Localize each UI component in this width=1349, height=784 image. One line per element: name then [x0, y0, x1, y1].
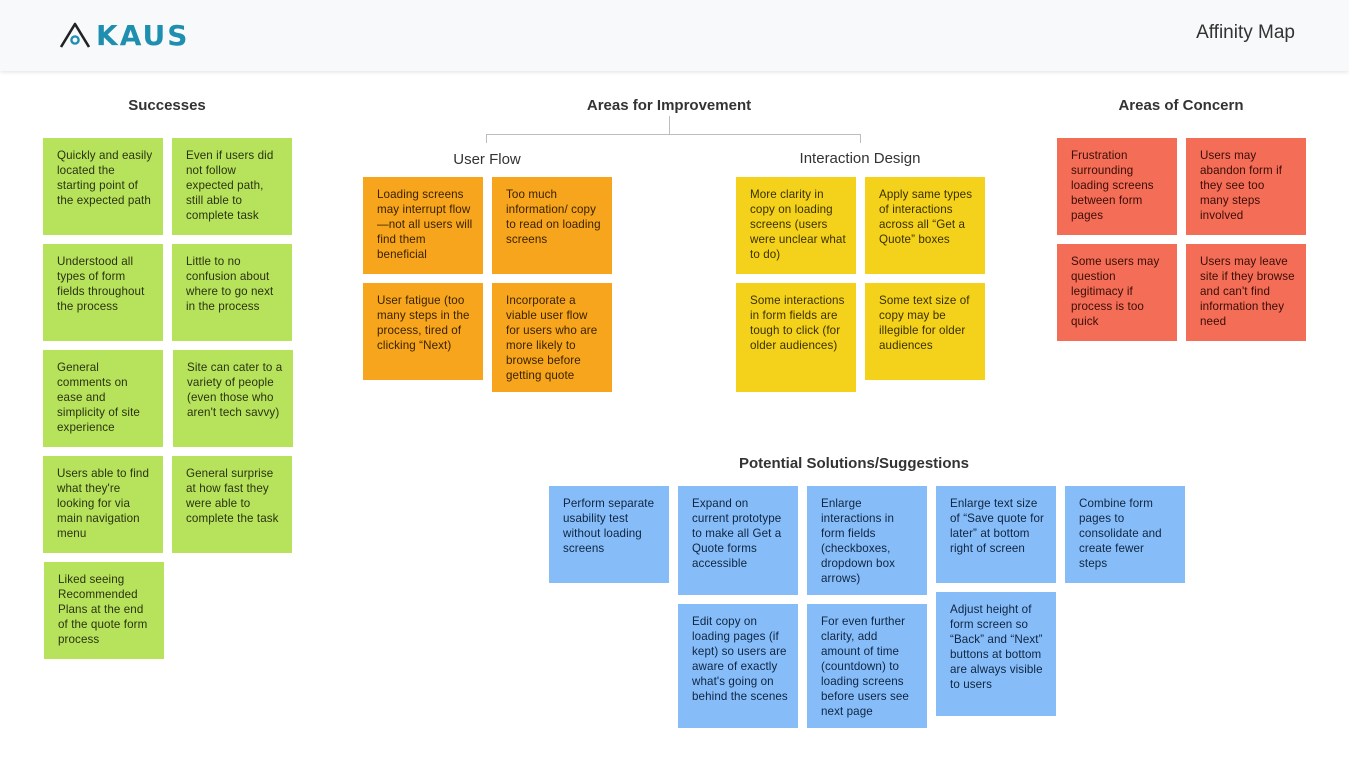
interaction-design-title: Interaction Design [799, 150, 921, 167]
concern-title: Areas of Concern [1118, 97, 1244, 114]
mountain-eye-icon [59, 22, 91, 48]
user-flow-title: User Flow [453, 151, 521, 168]
improvement-title: Areas for Improvement [586, 97, 752, 114]
sticky-note: More clarity in copy on loading screens … [736, 177, 856, 274]
sticky-note: Loading screens may interrupt flow—not a… [363, 177, 483, 274]
top-header: KAUS Affinity Map [0, 0, 1349, 71]
sticky-note: Site can cater to a variety of people (e… [173, 350, 293, 447]
page-title: Affinity Map [1196, 22, 1295, 43]
brand-name: KAUS [96, 18, 190, 52]
sticky-note: User fatigue (too many steps in the proc… [363, 283, 483, 380]
sticky-note: Adjust height of form screen so “Back” a… [936, 592, 1056, 716]
sticky-note: Perform separate usability test without … [549, 486, 669, 583]
sticky-note: General comments on ease and simplicity … [43, 350, 163, 447]
sticky-note: Some interactions in form fields are tou… [736, 283, 856, 392]
improvement-bracket [486, 134, 861, 143]
sticky-note: Some users may question legitimacy if pr… [1057, 244, 1177, 341]
successes-title: Successes [128, 97, 206, 114]
sticky-note: Enlarge interactions in form fields (che… [807, 486, 927, 595]
sticky-note: Too much information/ copy to read on lo… [492, 177, 612, 274]
sticky-note: Little to no confusion about where to go… [172, 244, 292, 341]
kaus-logo[interactable]: KAUS [59, 18, 190, 52]
sticky-note: Incorporate a viable user flow for users… [492, 283, 612, 392]
sticky-note: Quickly and easily located the starting … [43, 138, 163, 235]
sticky-note: Expand on current prototype to make all … [678, 486, 798, 595]
sticky-note: Understood all types of form fields thro… [43, 244, 163, 341]
sticky-note: Liked seeing Recommended Plans at the en… [44, 562, 164, 659]
bracket-stem [669, 116, 670, 134]
sticky-note: Users may abandon form if they see too m… [1186, 138, 1306, 235]
sticky-note: Frustration surrounding loading screens … [1057, 138, 1177, 235]
sticky-note: Even if users did not follow expected pa… [172, 138, 292, 235]
sticky-note: For even further clarity, add amount of … [807, 604, 927, 728]
sticky-note: General surprise at how fast they were a… [172, 456, 292, 553]
sticky-note: Apply same types of interactions across … [865, 177, 985, 274]
solutions-title: Potential Solutions/Suggestions [738, 455, 970, 472]
sticky-note: Combine form pages to consolidate and cr… [1065, 486, 1185, 583]
sticky-note: Users able to find what they're looking … [43, 456, 163, 553]
sticky-note: Enlarge text size of “Save quote for lat… [936, 486, 1056, 583]
sticky-note: Some text size of copy may be illegible … [865, 283, 985, 380]
sticky-note: Users may leave site if they browse and … [1186, 244, 1306, 341]
sticky-note: Edit copy on loading pages (if kept) so … [678, 604, 798, 728]
